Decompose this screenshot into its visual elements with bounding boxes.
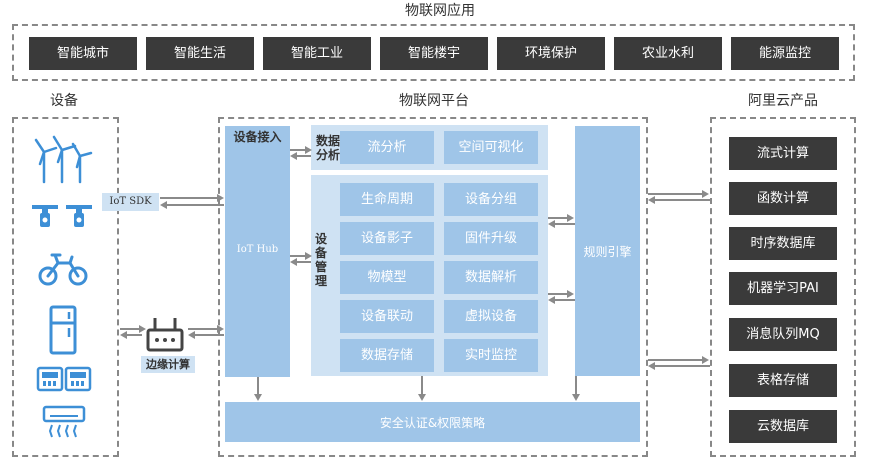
edge-computing-label: 边缘计算 [146,358,190,371]
device-to-edge-arrow [120,328,140,330]
data-parsing-cell[interactable]: 数据解析 [444,261,538,294]
stream-analysis-cell[interactable]: 流分析 [340,131,434,164]
platform-panel [218,117,648,457]
device-shadow-cell[interactable]: 设备影子 [340,222,434,255]
platform-title: 物联网平台 [399,93,469,109]
hub-to-edge-arrow [195,334,224,336]
security-label: 安全认证&权限策略 [379,416,486,430]
edge-to-hub-arrow [188,328,218,330]
mgmt-to-security-arrowhead [418,394,426,401]
cloud-to-rule-arrow-1 [655,199,710,201]
rule-to-cloud-arrowhead-1 [702,190,709,198]
rule-to-mgmt-arrow-1 [555,223,575,225]
cloud-table-store[interactable]: 表格存储 [729,364,837,397]
rule-to-security-arrow [575,376,577,395]
rule-to-mgmt-arrowhead-1 [548,220,555,228]
app-smart-industry[interactable]: 智能工业 [263,37,371,70]
hub-to-security-arrowhead [254,394,262,401]
hub-to-analysis-arrowhead [305,146,312,154]
refrigerator-icon [49,305,77,355]
lifecycle-cell[interactable]: 生命周期 [340,183,434,216]
devices-panel [12,117,119,457]
cloud-to-rule-arrowhead-1 [648,196,655,204]
rule-engine-column[interactable] [575,126,640,376]
iot-sdk-box[interactable]: IoT SDK [102,193,159,211]
rule-to-mgmt-arrow-2 [555,299,575,301]
rule-to-cloud-arrow-1 [648,193,703,195]
app-smart-building[interactable]: 智能楼宇 [380,37,488,70]
app-environment[interactable]: 环境保护 [497,37,605,70]
cloud-to-rule-arrow-2 [655,365,710,367]
cloud-mq[interactable]: 消息队列MQ [729,318,837,351]
apps-title: 物联网应用 [405,3,475,19]
app-smart-life[interactable]: 智能生活 [146,37,254,70]
hub-to-security-arrow [257,377,259,395]
cloud-panel [710,117,856,457]
hub-to-mgmt-arrow [290,255,306,257]
sdk-to-hub-arrowhead [217,194,224,202]
router-icon [146,314,184,352]
mgmt-to-hub-arrow [297,261,311,263]
air-conditioner-icon [42,405,86,441]
hub-to-sdk-arrow [167,204,224,206]
rule-to-cloud-arrow-2 [648,359,703,361]
device-linkage-cell[interactable]: 设备联动 [340,300,434,333]
cloud-database[interactable]: 云数据库 [729,410,837,443]
iot-hub-label: IoT Hub [236,244,279,255]
iot-sdk-label: IoT SDK [109,196,152,207]
mgmt-to-security-arrow [421,376,423,395]
device-management-label: 设备管理 [314,232,327,288]
device-to-edge-arrowhead [139,325,146,333]
edge-to-device-arrowhead [120,331,127,339]
cloud-pai[interactable]: 机器学习PAI [729,272,837,305]
thing-model-cell[interactable]: 物模型 [340,261,434,294]
app-energy[interactable]: 能源监控 [731,37,839,70]
cloud-to-rule-arrowhead-2 [648,362,655,370]
app-agriculture[interactable]: 农业水利 [614,37,722,70]
cloud-stream-compute[interactable]: 流式计算 [729,137,837,170]
hub-to-sdk-arrowhead [160,201,167,209]
cloud-function-compute[interactable]: 函数计算 [729,182,837,215]
device-access-label: 设备接入 [233,130,282,144]
edge-computing-box[interactable]: 边缘计算 [141,356,195,373]
security-bar[interactable] [225,402,640,442]
mgmt-to-rule-arrowhead-1 [567,214,574,222]
meter-icon [36,366,92,392]
virtual-device-cell[interactable]: 虚拟设备 [444,300,538,333]
cloud-title: 阿里云产品 [748,93,818,109]
rule-to-mgmt-arrowhead-2 [548,296,555,304]
hub-to-analysis-arrow [290,149,306,151]
analysis-to-hub-arrowhead [290,152,297,160]
devices-title: 设备 [50,93,78,109]
bicycle-icon [38,251,88,287]
iot-hub-column[interactable] [225,126,290,377]
edge-to-hub-arrowhead [217,325,224,333]
realtime-monitor-cell[interactable]: 实时监控 [444,339,538,372]
mgmt-to-rule-arrow-1 [548,217,568,219]
wind-turbine-icon [30,134,94,186]
hub-to-mgmt-arrowhead [305,252,312,260]
cloud-tsdb[interactable]: 时序数据库 [729,227,837,260]
spatial-visualization-cell[interactable]: 空间可视化 [444,131,538,164]
analysis-to-hub-arrow [297,155,311,157]
data-analysis-label: 数据分析 [316,134,341,162]
rule-engine-label: 规则引擎 [583,245,632,259]
mgmt-to-rule-arrow-2 [548,293,568,295]
hub-to-edge-arrowhead [188,331,195,339]
firmware-upgrade-cell[interactable]: 固件升级 [444,222,538,255]
mgmt-to-hub-arrowhead [290,258,297,266]
device-group-cell[interactable]: 设备分组 [444,183,538,216]
rule-to-cloud-arrowhead-2 [702,356,709,364]
rule-to-security-arrowhead [572,394,580,401]
mgmt-to-rule-arrowhead-2 [567,290,574,298]
edge-to-device-arrow [127,334,142,336]
sdk-to-hub-arrow [160,197,218,199]
apps-panel [12,24,855,81]
data-storage-cell[interactable]: 数据存储 [340,339,434,372]
app-smart-city[interactable]: 智能城市 [29,37,137,70]
drone-icon [30,203,94,233]
